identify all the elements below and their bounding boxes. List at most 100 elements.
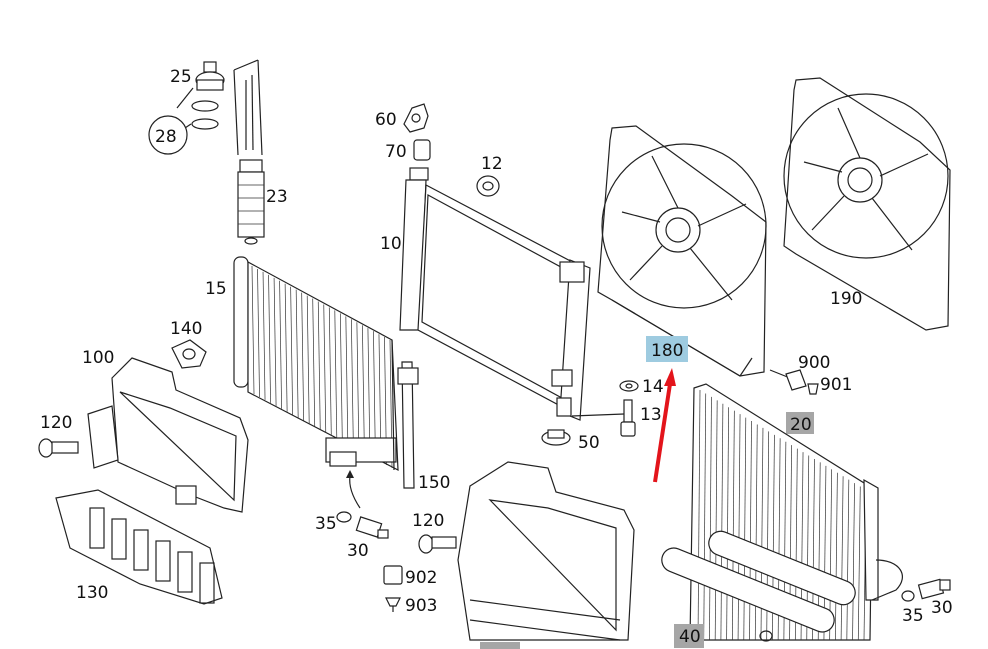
push-clip-part-120-left[interactable] [38, 438, 79, 458]
condenser-fin [852, 483, 855, 641]
label-120-center[interactable]: 120 [412, 511, 444, 531]
label-35-left[interactable]: 35 [315, 514, 337, 534]
label-40[interactable]: 40 [679, 627, 701, 647]
bracket-part-60[interactable] [403, 103, 429, 133]
condenser-fin [857, 486, 861, 641]
label-140[interactable]: 140 [170, 319, 202, 339]
connector-part-903[interactable] [385, 597, 401, 612]
label-900[interactable]: 900 [798, 353, 830, 373]
label-12[interactable]: 12 [481, 154, 503, 174]
connector-part-901[interactable] [807, 383, 819, 395]
condenser-fin [279, 280, 282, 409]
label-30-right[interactable]: 30 [931, 598, 953, 618]
label-150[interactable]: 150 [418, 473, 450, 493]
sensor-part-30-left[interactable] [355, 516, 389, 539]
label-903[interactable]: 903 [405, 596, 437, 616]
condenser-fin [720, 403, 724, 641]
clip-part-140[interactable] [171, 339, 207, 369]
label-30-left[interactable]: 30 [347, 541, 369, 561]
condenser-fin [273, 277, 277, 406]
gray-box-20 [786, 412, 814, 434]
duct-slot [199, 562, 215, 604]
condenser-fin [835, 472, 838, 641]
condenser-fin [840, 476, 844, 641]
bracket-part-150[interactable] [397, 361, 419, 489]
label-120-left[interactable]: 120 [40, 413, 72, 433]
dryer-rod-part[interactable] [233, 59, 265, 245]
sensor-part-30-right[interactable] [917, 578, 951, 600]
label-15[interactable]: 15 [205, 279, 227, 299]
label-35-right[interactable]: 35 [902, 606, 924, 626]
label-100[interactable]: 100 [82, 348, 114, 368]
label-14[interactable]: 14 [642, 377, 664, 397]
bolt-part-13[interactable] [571, 399, 636, 437]
air-duct-center[interactable] [457, 461, 635, 641]
condenser-fin [703, 393, 707, 641]
label-60[interactable]: 60 [375, 110, 397, 130]
connector-part-900[interactable] [769, 369, 807, 391]
condenser-fin [262, 271, 266, 400]
o-ring-part-35-left[interactable] [336, 511, 352, 523]
label-25[interactable]: 25 [170, 67, 192, 87]
label-130[interactable]: 130 [76, 583, 108, 603]
condenser-fin [846, 479, 850, 641]
label-902[interactable]: 902 [405, 568, 437, 588]
rubber-mount-part-50[interactable] [541, 429, 571, 446]
condenser-fin [339, 313, 343, 442]
air-duct-part-100[interactable] [87, 357, 249, 513]
radiator-part-10[interactable] [399, 167, 591, 421]
label-901[interactable]: 901 [820, 375, 852, 395]
condenser-fin [362, 325, 365, 454]
lower-duct-part-130[interactable] [55, 489, 223, 605]
condenser-fin [737, 414, 741, 641]
selection-arrow [653, 368, 676, 483]
condenser-fin [743, 417, 747, 641]
condenser-part-15[interactable] [233, 256, 399, 472]
condenser-fin [328, 307, 332, 436]
condenser-fin [312, 298, 316, 427]
o-ring-part-35-right[interactable] [901, 590, 915, 602]
condenser-fin [697, 389, 701, 641]
label-20[interactable]: 20 [790, 415, 812, 435]
connector-part-902[interactable] [383, 565, 403, 585]
mount-part-70[interactable] [413, 139, 431, 161]
condenser-fin [257, 268, 260, 397]
highlight-box-180 [646, 336, 688, 362]
condenser-fin [301, 292, 305, 421]
label-70[interactable]: 70 [385, 142, 407, 162]
condenser-fin [306, 295, 310, 424]
duct-slot [89, 507, 105, 549]
condenser-fin [709, 396, 712, 641]
push-clip-part-120-center[interactable] [418, 534, 457, 554]
dryer-bottle-part-40[interactable] [658, 528, 859, 642]
label-10[interactable]: 10 [380, 234, 402, 254]
duct-slot [155, 540, 171, 582]
condenser-fin [714, 400, 718, 641]
label-180[interactable]: 180 [651, 341, 683, 361]
dryer-cap-part[interactable] [176, 61, 225, 131]
condenser-fin [356, 322, 360, 451]
condenser-fin [367, 328, 371, 457]
condenser-fin [334, 310, 338, 439]
condenser-fin [284, 283, 288, 412]
clip-part-12[interactable] [476, 175, 500, 197]
condenser-fin [317, 301, 321, 430]
condenser-fin [351, 319, 354, 448]
fan-shroud-part-190[interactable] [783, 77, 951, 331]
fan-shroud-part-180[interactable] [597, 125, 767, 377]
condenser-fin [323, 304, 327, 433]
condenser-fin [295, 289, 299, 418]
condenser-fin [251, 265, 255, 395]
condenser-fin [731, 410, 735, 641]
gray-box-bottom-partial [480, 642, 520, 649]
label-23[interactable]: 23 [266, 187, 288, 207]
washer-part-14[interactable] [619, 380, 639, 392]
label-13[interactable]: 13 [640, 405, 662, 425]
label-28[interactable]: 28 [155, 127, 177, 147]
label-50[interactable]: 50 [578, 433, 600, 453]
label-190[interactable]: 190 [830, 289, 862, 309]
duct-slot [177, 551, 193, 593]
condenser-fin [726, 407, 729, 641]
pointer-arrow-30 [349, 475, 361, 509]
